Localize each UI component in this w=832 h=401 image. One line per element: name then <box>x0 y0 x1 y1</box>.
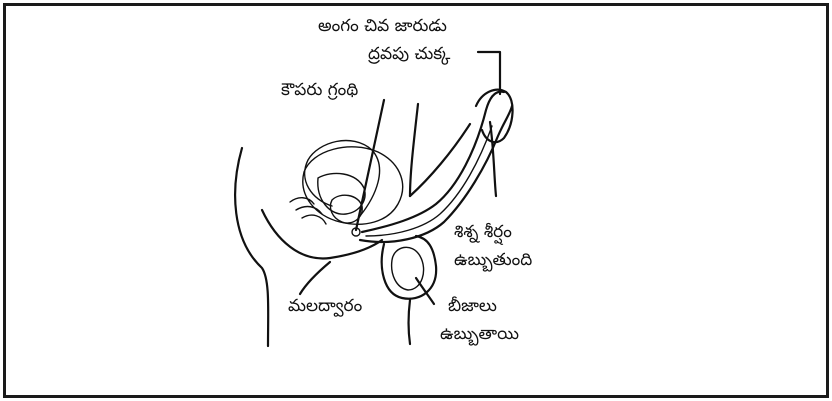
label-fluid-line1: అంగం చివ జారుడు <box>318 16 447 36</box>
rectum-lobes <box>290 198 326 224</box>
pointer-testes <box>416 278 434 304</box>
pointer-anus <box>300 262 330 294</box>
buttock-outline <box>235 148 268 346</box>
label-glans-line2: ఉబ్బుతుంది <box>454 250 532 270</box>
penis-shaft-upper <box>362 92 504 232</box>
pubic-outline <box>410 124 470 196</box>
seminal-vesicle <box>318 173 365 214</box>
label-testes-line1: బీజాలు <box>448 296 497 316</box>
pointer-glans <box>490 122 496 196</box>
leg-outline <box>409 300 411 344</box>
abdomen-outline <box>410 104 418 196</box>
pointer-fluid <box>478 52 500 94</box>
urethra-line <box>366 126 492 236</box>
label-glans-line1: శిశ్న శీర్షం <box>454 222 512 242</box>
buttock-inner-outline <box>262 210 382 258</box>
vas-deferens <box>305 141 380 216</box>
label-anus: మలద్వారం <box>288 296 362 316</box>
label-testes-line2: ఉబ్బుతాయి <box>440 324 519 344</box>
label-cowper-gland: కౌపరు గ్రంథి <box>281 80 358 100</box>
label-fluid-line2: ద్రవపు చుక్క <box>368 44 450 64</box>
